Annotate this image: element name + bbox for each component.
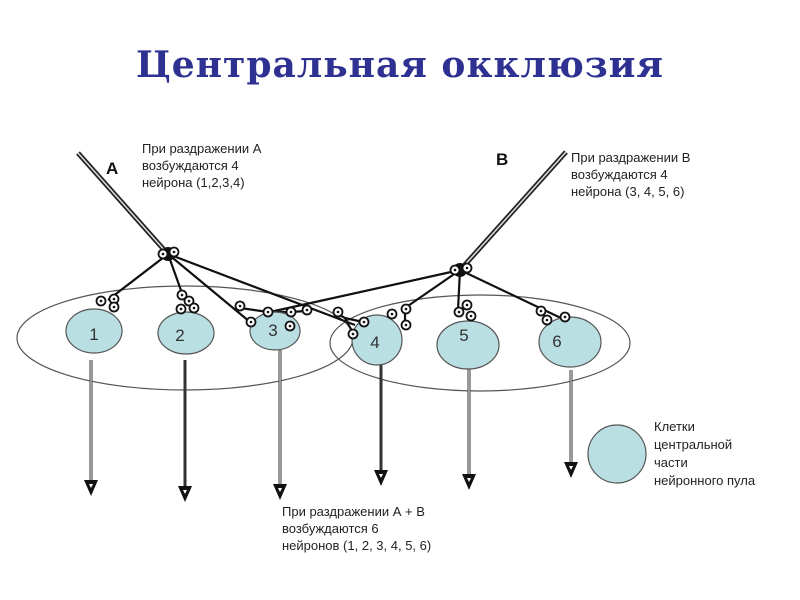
fiber-a-branches bbox=[107, 252, 356, 327]
synapse-dot bbox=[453, 268, 457, 272]
synapse-dot bbox=[465, 266, 469, 270]
synapse-dot bbox=[192, 306, 196, 310]
note-line: При раздражении А + В bbox=[282, 504, 425, 519]
synapse-dot bbox=[336, 310, 340, 314]
synapse-dot bbox=[362, 320, 366, 324]
synapse-dot bbox=[289, 310, 293, 314]
synapse-dot bbox=[457, 310, 461, 314]
synapse-dot bbox=[305, 308, 309, 312]
arrowhead-icon bbox=[84, 480, 98, 496]
legend-text: Клетки центральной части нейронного пула bbox=[654, 418, 755, 490]
synapse-dot bbox=[179, 307, 183, 311]
efferent-axon-cores bbox=[90, 350, 572, 484]
synapse-dot bbox=[112, 297, 116, 301]
synapse-dot bbox=[469, 314, 473, 318]
fiber-a-label: А bbox=[106, 159, 119, 178]
note-line: возбуждаются 6 bbox=[282, 521, 379, 536]
synapse-dot bbox=[404, 323, 408, 327]
synapse-dot bbox=[390, 312, 394, 316]
arrowhead-icon bbox=[273, 484, 287, 500]
legend-neuron-swatch bbox=[587, 424, 647, 484]
synapse-dot bbox=[351, 332, 355, 336]
synapse-dot bbox=[180, 293, 184, 297]
legend-line: нейронного пула bbox=[654, 473, 756, 488]
efferent-axons bbox=[89, 350, 573, 486]
pool-b-ellipse bbox=[329, 294, 631, 392]
fiber-b-branches bbox=[269, 268, 564, 334]
synapse-dot bbox=[172, 250, 176, 254]
page-title: Центральная окклюзия bbox=[135, 44, 665, 86]
synapse-dot bbox=[99, 299, 103, 303]
synapse-dot bbox=[266, 310, 270, 314]
neuron-1 bbox=[65, 308, 123, 354]
neuron-2-label: 2 bbox=[175, 326, 184, 345]
neuron-3-label: 3 bbox=[268, 321, 277, 340]
neuron-5 bbox=[436, 320, 500, 370]
note-line: При раздражении В bbox=[571, 150, 691, 165]
neuron-1-label: 1 bbox=[89, 325, 98, 344]
fiber-b bbox=[460, 150, 568, 270]
synapse-dot bbox=[161, 252, 165, 256]
note-line: При раздражении А bbox=[142, 141, 262, 156]
note-line: возбуждаются 4 bbox=[571, 167, 668, 182]
fiber-a bbox=[76, 151, 168, 254]
synapse-dot bbox=[563, 315, 567, 319]
synapse-dot bbox=[545, 318, 549, 322]
synapse-dot bbox=[404, 307, 408, 311]
synapse-dot bbox=[112, 305, 116, 309]
arrowhead-icon bbox=[374, 470, 388, 486]
fiber-b-label: В bbox=[496, 150, 509, 169]
note-line: нейрона (1,2,3,4) bbox=[142, 175, 245, 190]
synapse-dot bbox=[238, 304, 242, 308]
stimulus-ab-note: При раздражении А + В возбуждаются 6 ней… bbox=[282, 503, 431, 554]
synapse-dot bbox=[465, 303, 469, 307]
synapse-dot bbox=[187, 299, 191, 303]
synapse-dot bbox=[539, 309, 543, 313]
stimulus-b-note: При раздражении В возбуждаются 4 нейрона… bbox=[571, 149, 690, 200]
legend-line: части bbox=[654, 455, 688, 470]
synaptic-terminals bbox=[95, 246, 571, 340]
legend-line: центральной bbox=[654, 437, 733, 452]
arrowhead-icon bbox=[462, 474, 476, 490]
legend-line: Клетки bbox=[654, 419, 695, 434]
note-line: нейрона (3, 4, 5, 6) bbox=[571, 184, 685, 199]
stimulus-a-note: При раздражении А возбуждаются 4 нейрона… bbox=[142, 140, 261, 191]
note-line: возбуждаются 4 bbox=[142, 158, 239, 173]
neuron-5-label: 5 bbox=[459, 326, 468, 345]
neuron-4 bbox=[351, 314, 403, 366]
synapse-dot bbox=[288, 324, 292, 328]
arrowhead-icon bbox=[178, 486, 192, 502]
neuron-2 bbox=[157, 311, 215, 355]
note-line: нейронов (1, 2, 3, 4, 5, 6) bbox=[282, 538, 432, 553]
synapse-dot bbox=[249, 320, 253, 324]
neuron-6-label: 6 bbox=[552, 332, 561, 351]
arrowhead-icon bbox=[564, 462, 578, 478]
neuron-4-label: 4 bbox=[370, 333, 379, 352]
